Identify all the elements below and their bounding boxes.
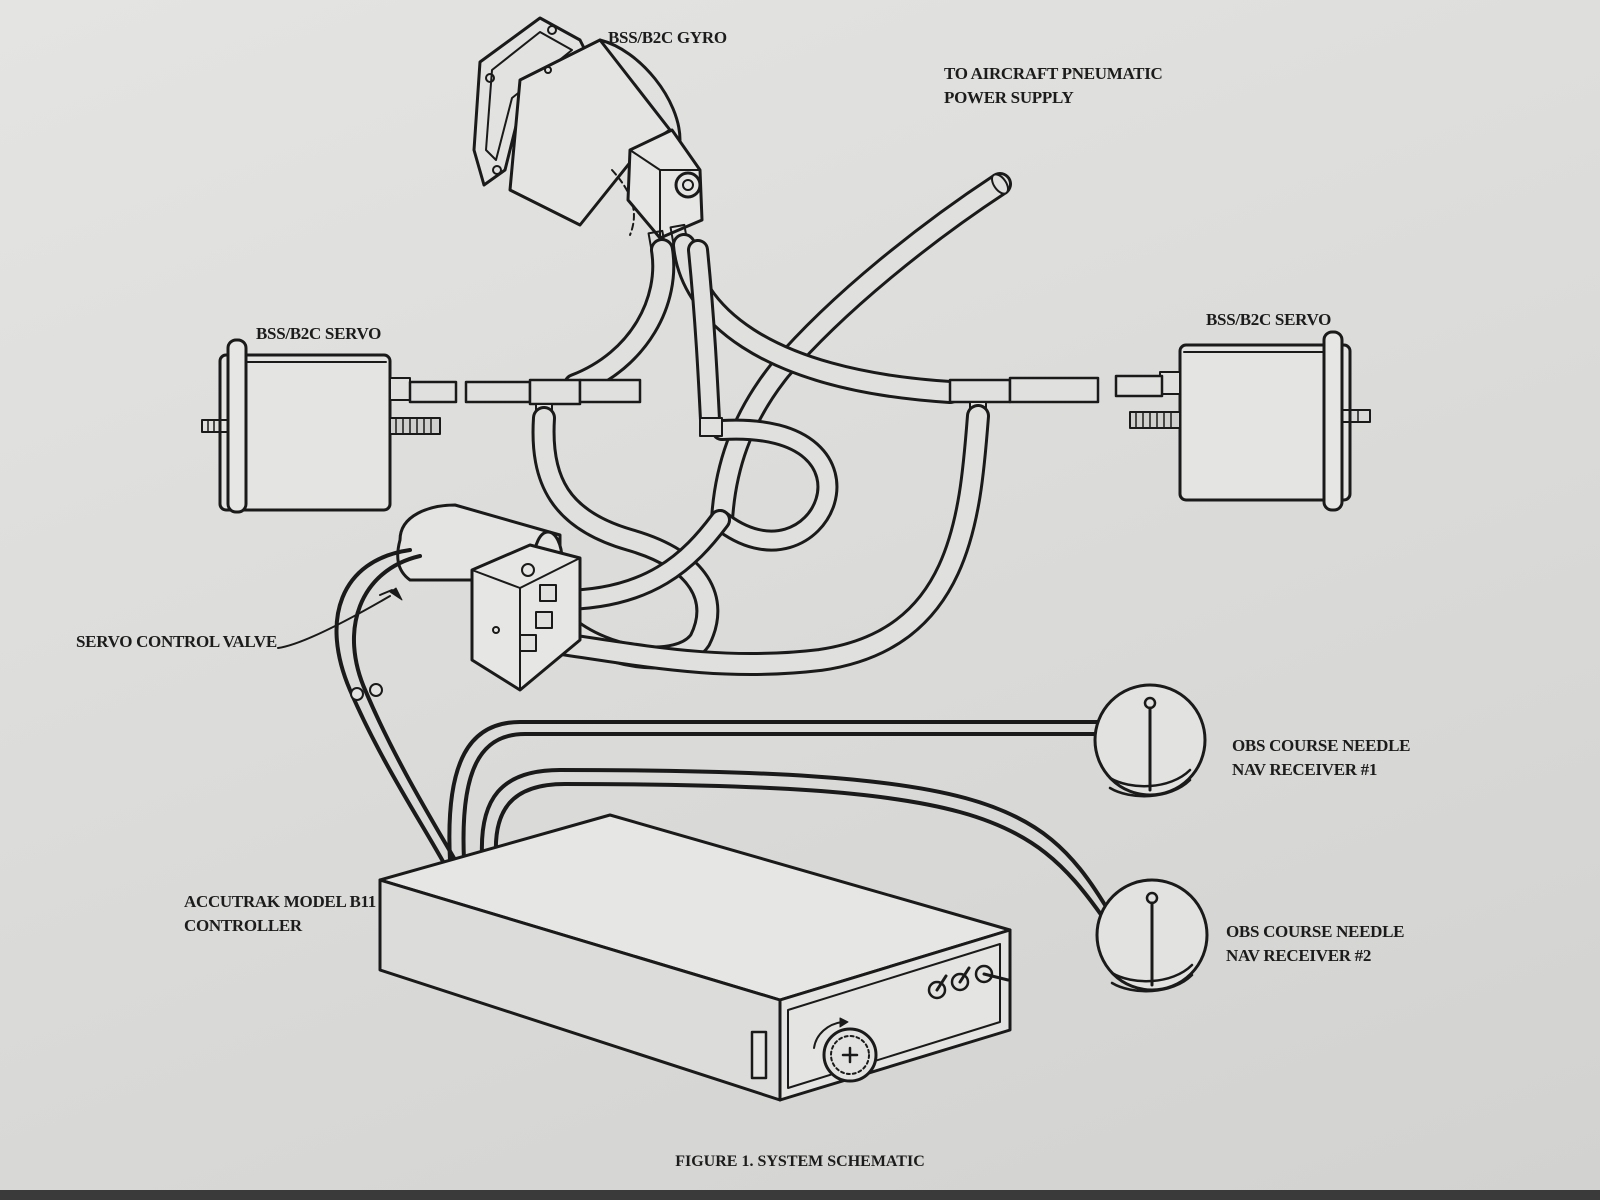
pneumatic-supply-label-line2: POWER SUPPLY xyxy=(944,88,1074,107)
left-servo-label-text: BSS/B2C SERVO xyxy=(256,324,382,343)
obs-nav-receiver-2-label: OBS COURSE NEEDLE NAV RECEIVER #2 xyxy=(1226,920,1404,968)
pneumatic-supply-label: TO AIRCRAFT PNEUMATIC POWER SUPPLY xyxy=(944,62,1163,110)
left-main-line xyxy=(464,378,642,419)
obs-indicator-2 xyxy=(1095,878,1209,993)
obs-2-label-line1: OBS COURSE NEEDLE xyxy=(1226,922,1405,941)
obs-cables xyxy=(447,720,1107,918)
obs-indicator-1 xyxy=(1093,683,1207,798)
page-bottom-edge xyxy=(0,1190,1600,1200)
valve-hoses xyxy=(531,404,990,677)
right-servo-label: BSS/B2C SERVO xyxy=(1206,308,1331,332)
right-servo xyxy=(1114,330,1371,512)
obs-1-label-line1: OBS COURSE NEEDLE xyxy=(1232,736,1411,755)
accutrak-controller xyxy=(378,813,1012,1102)
obs-nav-receiver-1-label: OBS COURSE NEEDLE NAV RECEIVER #1 xyxy=(1232,734,1410,782)
right-servo-label-text: BSS/B2C SERVO xyxy=(1206,310,1332,329)
controller-label: ACCUTRAK MODEL B11 CONTROLLER xyxy=(184,890,376,938)
controller-label-line1: ACCUTRAK MODEL B11 xyxy=(184,892,377,911)
servo-control-valve xyxy=(396,503,582,692)
gyro-label: BSS/B2C GYRO xyxy=(608,26,727,50)
gyro-label-text: BSS/B2C GYRO xyxy=(608,28,727,47)
valve-leader-line xyxy=(277,595,391,649)
servo-control-valve-label-text: SERVO CONTROL VALVE xyxy=(76,632,277,651)
left-servo xyxy=(201,338,458,514)
servo-control-valve-label: SERVO CONTROL VALVE xyxy=(76,630,277,654)
gyro-hoses xyxy=(563,233,962,552)
valve-wire-harness xyxy=(334,548,460,867)
obs-2-label-line2: NAV RECEIVER #2 xyxy=(1226,946,1372,965)
pneumatic-supply-label-line1: TO AIRCRAFT PNEUMATIC xyxy=(944,64,1163,83)
right-main-line xyxy=(948,376,1100,417)
figure-caption: FIGURE 1. SYSTEM SCHEMATIC xyxy=(675,1153,925,1170)
left-servo-label: BSS/B2C SERVO xyxy=(256,322,381,346)
obs-1-label-line2: NAV RECEIVER #1 xyxy=(1232,760,1378,779)
controller-label-line2: CONTROLLER xyxy=(184,916,302,935)
gyro-unit xyxy=(472,16,704,253)
